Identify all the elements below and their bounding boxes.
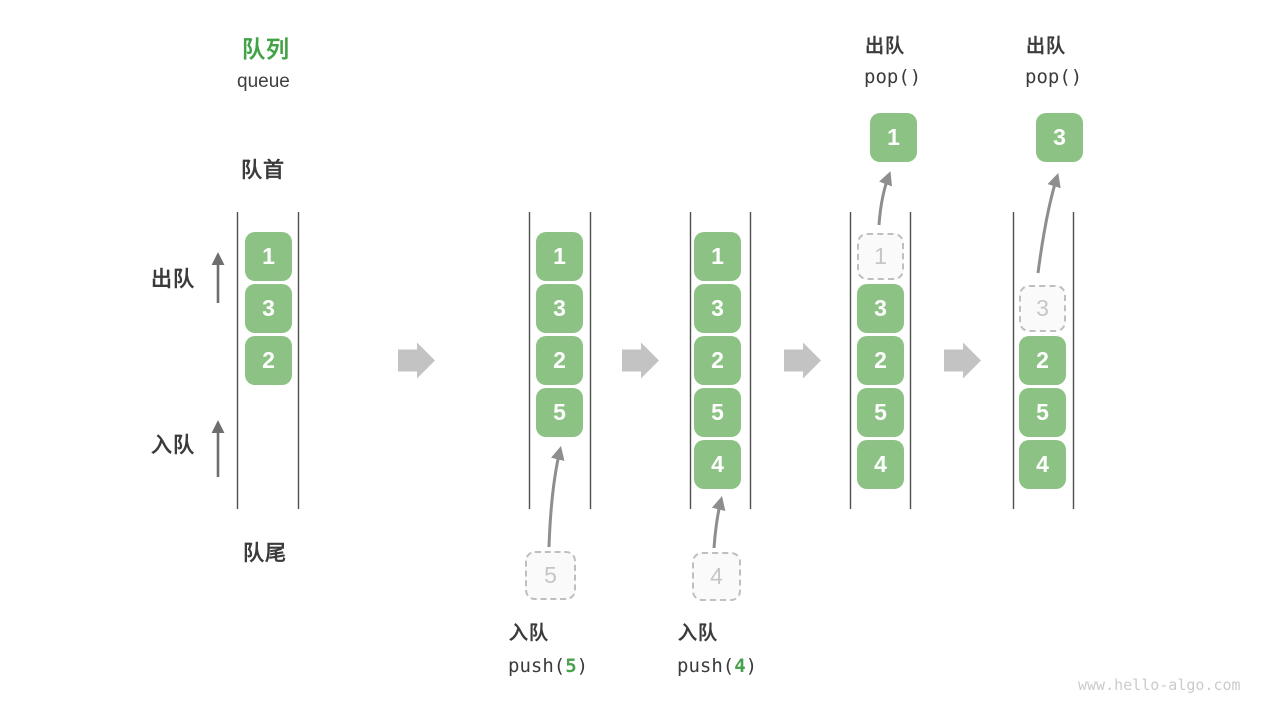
incoming-item-ghost: 4 — [692, 552, 741, 601]
caption-action: 入队 — [509, 623, 550, 644]
code-arg: 4 — [734, 655, 746, 677]
flow-arrow-icon — [944, 342, 981, 379]
code-text: ) — [745, 655, 758, 677]
diagram-title-zh: 队列 — [242, 36, 290, 62]
queue-item: 5 — [857, 388, 904, 437]
popped-item: 1 — [870, 113, 917, 162]
code-arg: 5 — [565, 655, 577, 677]
incoming-item-ghost: 5 — [525, 551, 576, 600]
caption-code: pop() — [1025, 66, 1083, 88]
enqueue-arrow-icon — [711, 495, 726, 549]
dequeue-arrow-icon — [877, 171, 893, 226]
queue-item: 5 — [1019, 388, 1066, 437]
queue-item: 5 — [694, 388, 741, 437]
queue-item: 2 — [245, 336, 292, 385]
queue-item: 1 — [245, 232, 292, 281]
queue-item: 3 — [245, 284, 292, 333]
caption-code: push(4) — [677, 655, 757, 677]
queue-item: 2 — [1019, 336, 1066, 385]
queue-item: 3 — [857, 284, 904, 333]
label-dequeue-side: 出队 — [151, 268, 195, 291]
queue-item: 1 — [536, 232, 583, 281]
queue-item: 3 — [694, 284, 741, 333]
flow-arrow-icon — [398, 342, 435, 379]
queue-item: 4 — [1019, 440, 1066, 489]
queue-walls — [236, 212, 1075, 509]
queue-item: 2 — [694, 336, 741, 385]
queue-item: 2 — [857, 336, 904, 385]
watermark: www.hello-algo.com — [1078, 676, 1241, 694]
queue-item: 1 — [694, 232, 741, 281]
caption-code: push(5) — [508, 655, 588, 677]
queue-item: 4 — [694, 440, 741, 489]
flow-arrow-icon — [784, 342, 821, 379]
queue-item-ghost: 1 — [857, 233, 904, 280]
caption-action: 入队 — [678, 623, 719, 644]
popped-item: 3 — [1036, 113, 1083, 162]
code-text: push( — [508, 655, 566, 677]
caption-action: 出队 — [865, 36, 906, 57]
queue-item: 4 — [857, 440, 904, 489]
dequeue-arrow-icon — [1036, 173, 1061, 274]
code-text: push( — [677, 655, 735, 677]
code-text: ) — [576, 655, 589, 677]
queue-item: 5 — [536, 388, 583, 437]
caption-code: pop() — [864, 66, 922, 88]
enqueue-arrow-icon — [547, 445, 565, 548]
label-queue-front: 队首 — [241, 159, 285, 182]
caption-action: 出队 — [1026, 36, 1067, 57]
diagram-title-en: queue — [237, 71, 290, 92]
label-enqueue-side: 入队 — [151, 434, 195, 457]
flow-arrow-icon — [622, 342, 659, 379]
queue-item: 3 — [536, 284, 583, 333]
queue-item: 2 — [536, 336, 583, 385]
label-queue-rear: 队尾 — [243, 542, 287, 565]
queue-item-ghost: 3 — [1019, 285, 1066, 332]
